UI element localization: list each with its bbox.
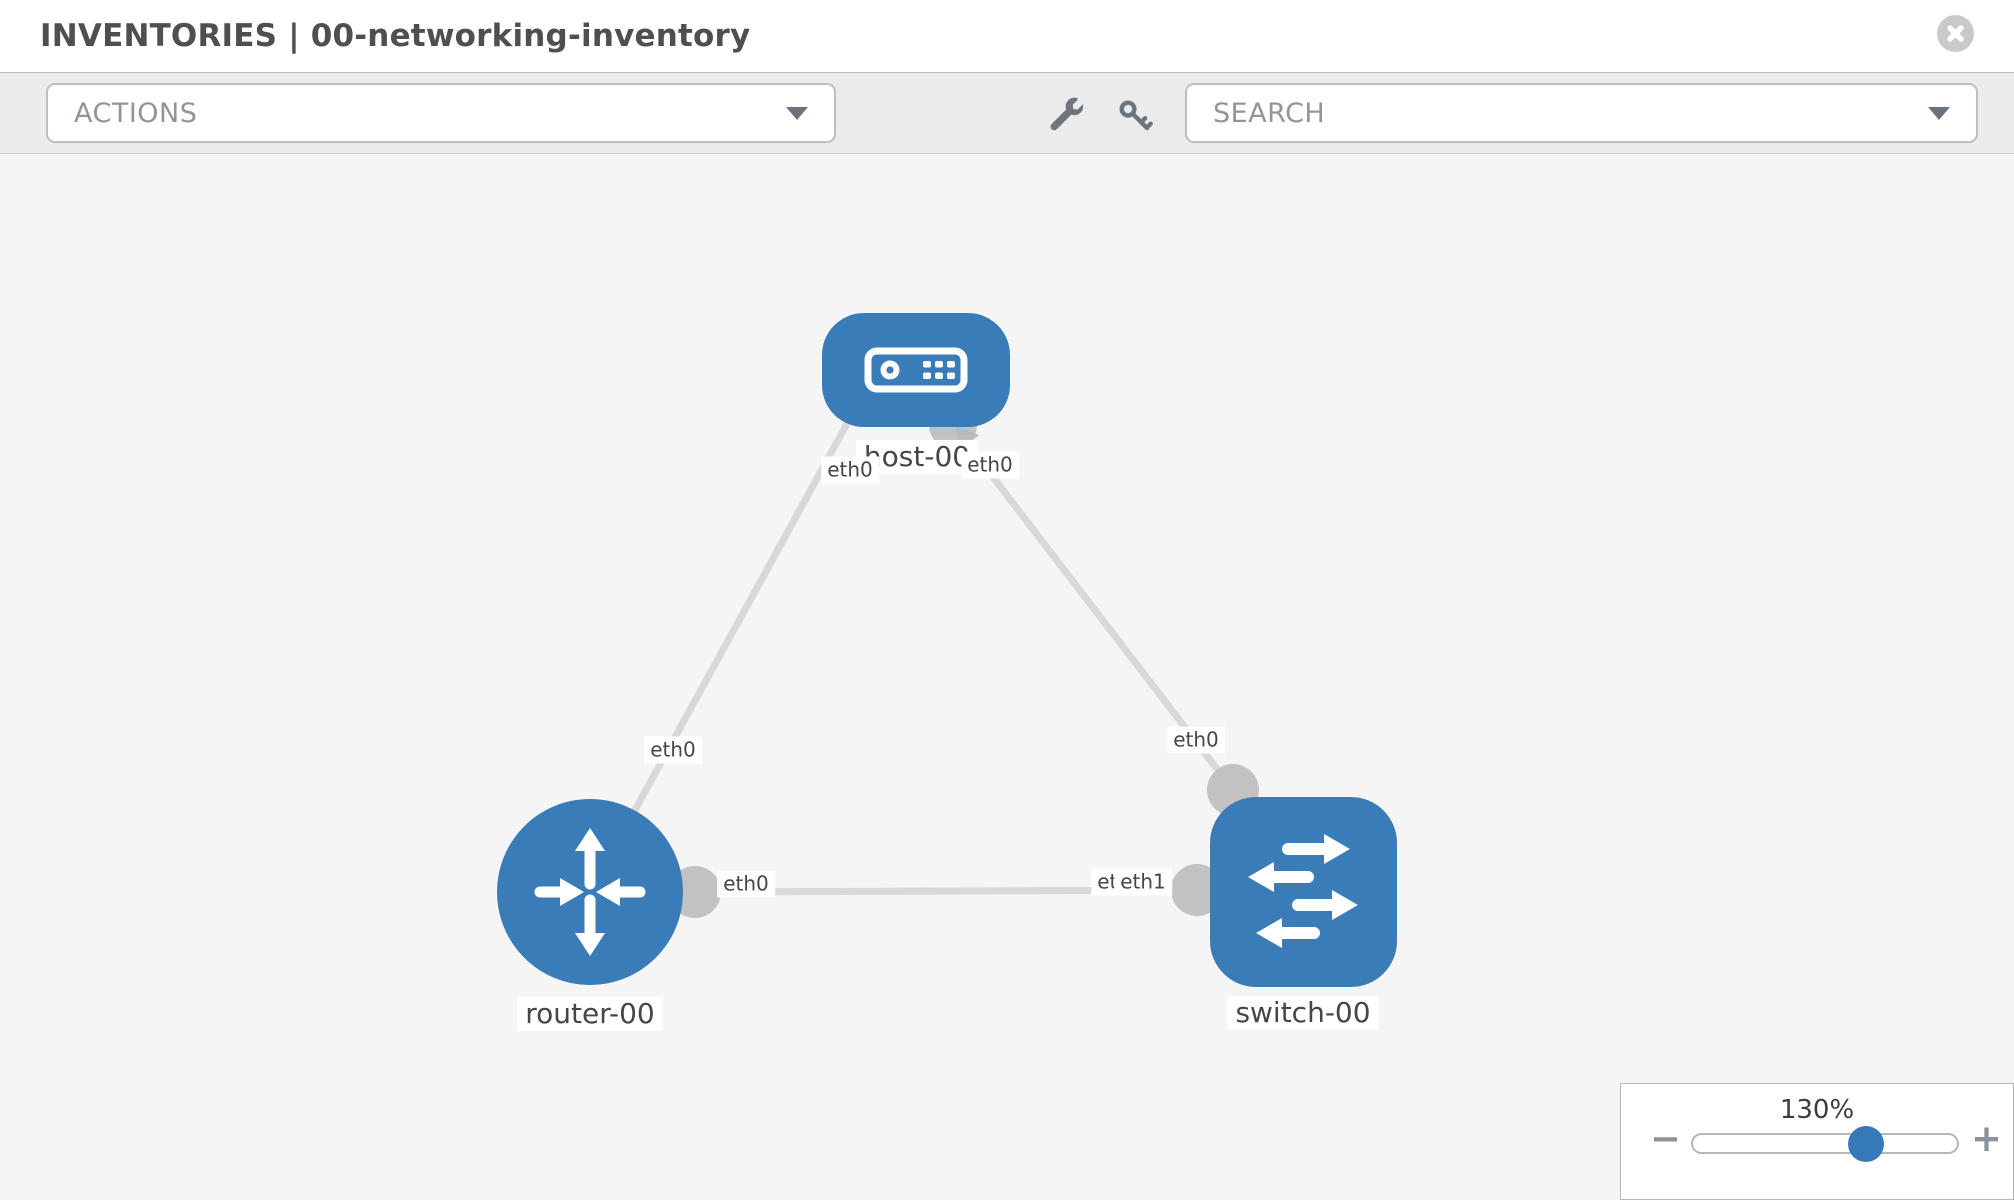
- close-icon: [1947, 25, 1964, 42]
- actions-dropdown-label: ACTIONS: [74, 97, 198, 129]
- zoom-level-value: 130%: [1779, 1095, 1855, 1125]
- configure-button[interactable]: [1045, 94, 1089, 138]
- close-button[interactable]: [1937, 15, 1974, 52]
- switch-icon: [1248, 834, 1358, 948]
- interface-label-switch-link: eth1: [1114, 868, 1172, 896]
- toolbar: ACTIONS SEARCH: [0, 72, 2014, 154]
- node-label-switch: switch-00: [1227, 995, 1379, 1031]
- zoom-slider[interactable]: [1691, 1126, 1959, 1162]
- node-switch-00[interactable]: [1210, 797, 1397, 987]
- zoom-control-panel: 130% − +: [1620, 1083, 2014, 1200]
- node-router-00[interactable]: [497, 799, 683, 985]
- page-title: INVENTORIES | 00-networking-inventory: [40, 18, 751, 54]
- node-label-router: router-00: [517, 996, 663, 1032]
- chevron-down-icon: [786, 107, 808, 120]
- host-icon: [864, 347, 968, 393]
- interface-label-host-right: eth0: [961, 451, 1019, 479]
- interface-label-switch-uplink: eth0: [1167, 726, 1225, 754]
- chevron-down-icon: [1928, 107, 1950, 120]
- interface-label-router-right: eth0: [717, 870, 775, 898]
- zoom-in-button[interactable]: +: [1971, 1117, 2003, 1160]
- wrench-icon: [1050, 97, 1085, 131]
- search-dropdown[interactable]: SEARCH: [1185, 83, 1978, 143]
- search-dropdown-label: SEARCH: [1213, 97, 1326, 129]
- interface-label-host-left: eth0: [821, 456, 879, 484]
- credentials-button[interactable]: [1113, 94, 1157, 138]
- key-icon: [1119, 100, 1153, 131]
- header-bar: INVENTORIES | 00-networking-inventory: [0, 0, 2014, 72]
- zoom-out-button[interactable]: −: [1650, 1117, 1682, 1160]
- zoom-slider-thumb[interactable]: [1848, 1126, 1884, 1162]
- topology-canvas[interactable]: host-00 router-00 switch-00 eth0 eth0 et…: [0, 154, 2014, 1200]
- actions-dropdown[interactable]: ACTIONS: [46, 83, 836, 143]
- interface-label-router-uplink: eth0: [644, 736, 702, 764]
- node-host-00[interactable]: [822, 313, 1010, 427]
- router-icon: [534, 828, 646, 956]
